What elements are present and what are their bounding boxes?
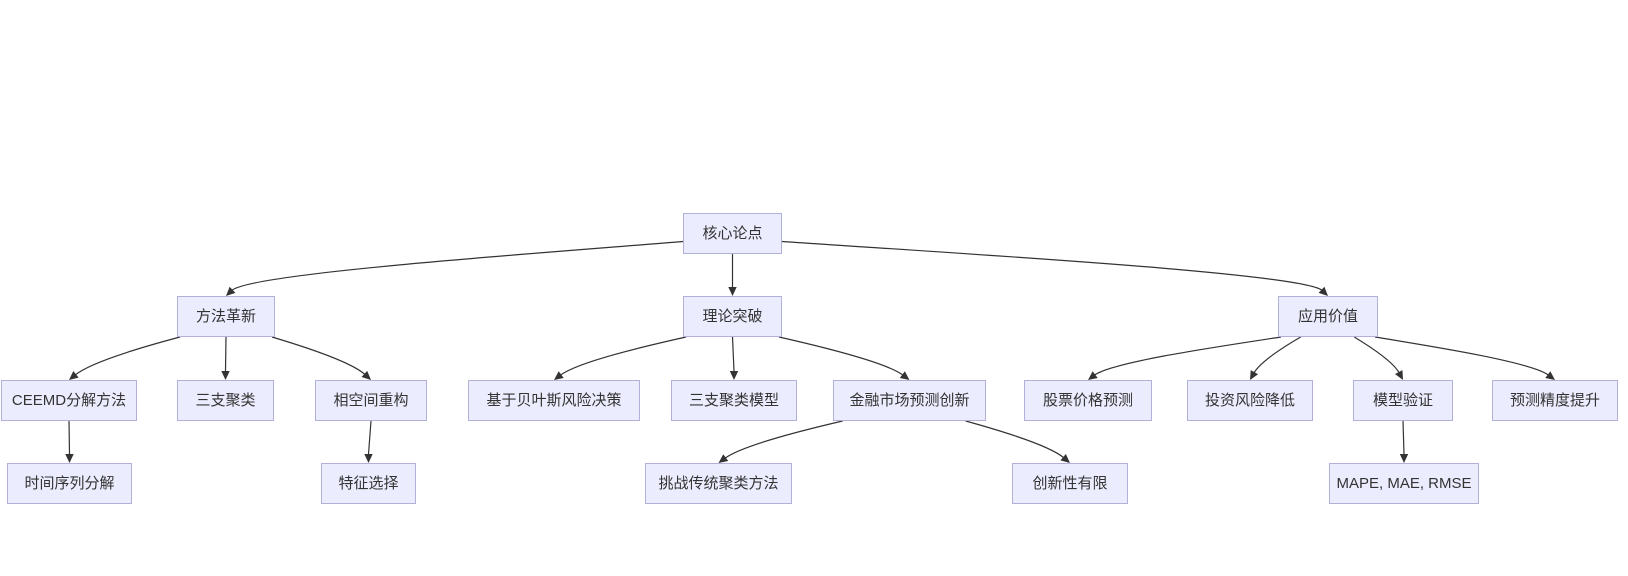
arrowhead-theory-to-bayes xyxy=(554,371,564,380)
node-time-series: 时间序列分解 xyxy=(7,463,132,504)
node-precision: 预测精度提升 xyxy=(1492,380,1618,421)
arrowhead-value-to-precision xyxy=(1545,371,1555,380)
arrowhead-model-valid-to-metrics xyxy=(1399,454,1409,463)
node-method: 方法革新 xyxy=(177,296,275,337)
edge-model-valid-to-metrics xyxy=(1402,420,1405,455)
edge-core-to-value xyxy=(781,240,1323,291)
arrowhead-phase-to-feature xyxy=(364,454,373,463)
edge-method-to-three-cluster xyxy=(224,336,227,372)
arrowhead-value-to-stock xyxy=(1088,371,1098,380)
arrowhead-method-to-phase xyxy=(361,370,371,380)
edge-ceemd-to-time-series xyxy=(68,420,71,455)
edge-value-to-invest xyxy=(1253,336,1302,374)
node-core: 核心论点 xyxy=(683,213,782,254)
node-three-model: 三支聚类模型 xyxy=(671,380,797,421)
edge-value-to-stock xyxy=(1094,336,1282,376)
node-invest: 投资风险降低 xyxy=(1187,380,1313,421)
arrowhead-method-to-ceemd xyxy=(69,371,79,380)
node-finance: 金融市场预测创新 xyxy=(833,380,986,421)
node-feature: 特征选择 xyxy=(321,463,416,504)
edge-phase-to-feature xyxy=(367,420,372,455)
node-bayes: 基于贝叶斯风险决策 xyxy=(468,380,640,421)
arrowhead-value-to-model-valid xyxy=(1395,370,1403,380)
node-ceemd: CEEMD分解方法 xyxy=(1,380,137,421)
edge-finance-to-limited xyxy=(965,420,1065,459)
node-value: 应用价值 xyxy=(1278,296,1378,337)
node-limited: 创新性有限 xyxy=(1012,463,1128,504)
edge-theory-to-finance xyxy=(778,336,904,376)
edge-theory-to-three-model xyxy=(731,336,735,372)
arrowhead-core-to-method xyxy=(226,286,236,296)
arrowhead-core-to-theory xyxy=(728,287,737,296)
arrowhead-theory-to-finance xyxy=(899,371,910,380)
edge-method-to-ceemd xyxy=(74,336,181,376)
arrowhead-method-to-three-cluster xyxy=(221,371,230,380)
edge-method-to-phase xyxy=(271,336,366,376)
edge-finance-to-challenge xyxy=(724,420,843,459)
arrowhead-finance-to-limited xyxy=(1060,453,1070,463)
node-phase: 相空间重构 xyxy=(315,380,427,421)
edge-value-to-model-valid xyxy=(1353,336,1400,374)
arrowhead-ceemd-to-time-series xyxy=(65,454,74,463)
edge-theory-to-bayes xyxy=(560,336,687,376)
node-three-cluster: 三支聚类 xyxy=(177,380,274,421)
arrowhead-finance-to-challenge xyxy=(718,454,729,463)
arrowhead-core-to-value xyxy=(1318,286,1328,296)
edge-core-to-method xyxy=(231,240,684,291)
node-metrics: MAPE, MAE, RMSE xyxy=(1329,463,1479,504)
node-stock: 股票价格预测 xyxy=(1024,380,1152,421)
node-theory: 理论突破 xyxy=(683,296,782,337)
arrowhead-theory-to-three-model xyxy=(729,371,739,380)
edge-value-to-precision xyxy=(1374,336,1549,376)
node-model-valid: 模型验证 xyxy=(1353,380,1453,421)
arrowhead-value-to-invest xyxy=(1250,370,1259,380)
node-challenge: 挑战传统聚类方法 xyxy=(645,463,792,504)
